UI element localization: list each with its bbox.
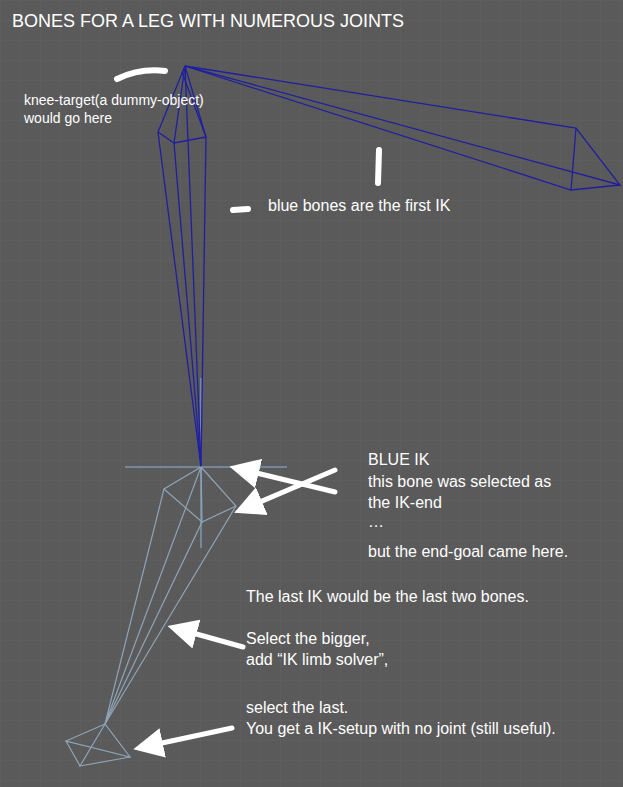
ellipsis: … xyxy=(368,512,384,533)
blue-bones xyxy=(158,66,620,467)
annotation: select the last. xyxy=(246,698,348,719)
lower-bones xyxy=(66,467,236,766)
annotation: blue bones are the first IK xyxy=(268,196,450,217)
annotation: add “IK limb solver”, xyxy=(246,650,388,671)
joint-crosshair xyxy=(125,378,287,548)
annotation: but the end-goal came here. xyxy=(368,542,568,563)
pointer-strokes xyxy=(117,70,379,746)
annotation: You get a IK-setup with no joint (still … xyxy=(246,719,564,740)
diagram-title: BONES FOR A LEG WITH NUMEROUS JOINTS xyxy=(12,10,404,33)
annotation-heading: BLUE IK xyxy=(368,450,429,471)
annotation: The last IK would be the last two bones. xyxy=(246,587,546,608)
annotation: this bone was selected as the IK-end xyxy=(368,472,558,514)
annotation: Select the bigger, xyxy=(246,629,370,650)
annotation: knee-target(a dummy-object) would go her… xyxy=(24,91,219,127)
